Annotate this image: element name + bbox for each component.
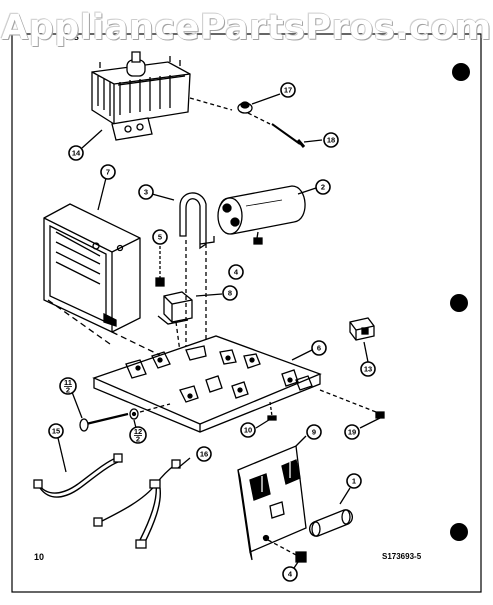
callout-15: 15 xyxy=(48,423,64,439)
callout-5-label: 5 xyxy=(158,233,162,242)
thermal-cutout-part xyxy=(237,101,253,114)
wire-harness-part xyxy=(33,453,123,498)
chassis-plate-part xyxy=(92,335,322,433)
callout-12-label: 12 xyxy=(134,427,142,436)
callout-8-upper-label: 8 xyxy=(228,289,232,298)
callout-15-label: 15 xyxy=(52,427,60,436)
callout-14-label: 14 xyxy=(72,149,81,158)
screw-part-small xyxy=(253,237,263,245)
callout-7-label: 7 xyxy=(106,168,110,177)
watermark-text: AppliancePartsPros.com xyxy=(1,8,492,48)
callout-18: 18 xyxy=(323,132,339,148)
callout-6: 6 xyxy=(311,340,327,356)
rectifier-block-part xyxy=(157,291,193,325)
wire-harness-part-2 xyxy=(93,459,181,549)
callout-3: 3 xyxy=(138,184,154,200)
binder-hole-top xyxy=(452,63,470,81)
callout-11-label: 11 xyxy=(64,378,72,387)
callout-16: 16 xyxy=(196,446,212,462)
callout-19: 19 xyxy=(344,424,360,440)
callout-1-label: 1 xyxy=(352,477,356,486)
callout-4-lower: 4 xyxy=(282,566,298,582)
callout-18-label: 18 xyxy=(327,136,335,145)
callout-13-label: 13 xyxy=(364,365,372,374)
callout-11-sub: 2 xyxy=(66,386,70,395)
wire-lead-part xyxy=(271,123,306,148)
callout-13: 13 xyxy=(360,361,376,377)
page-number: 10 xyxy=(34,552,45,562)
magnetron-part xyxy=(91,51,191,141)
callout-16-label: 16 xyxy=(200,450,208,459)
callout-2-label: 2 xyxy=(321,183,325,192)
callout-2: 2 xyxy=(315,179,331,195)
capacitor-bracket-part xyxy=(179,192,215,250)
fuse-holder-part xyxy=(349,317,375,341)
washer-part xyxy=(129,408,139,420)
callout-9: 9 xyxy=(306,424,322,440)
callout-12: 12 2 xyxy=(129,426,147,444)
callout-11: 11 2 xyxy=(59,377,77,395)
bolt-part xyxy=(79,412,129,432)
callout-3-label: 3 xyxy=(144,188,148,197)
callout-4-upper: 4 xyxy=(228,264,244,280)
callout-14: 14 xyxy=(68,145,84,161)
screw-part xyxy=(155,277,165,287)
callout-6-label: 6 xyxy=(317,344,321,353)
callout-10-label: 10 xyxy=(244,426,252,435)
capacitor-part xyxy=(217,185,306,235)
binder-hole-bottom xyxy=(450,523,468,541)
top-left-mark: F·S xyxy=(66,33,80,42)
callout-1: 1 xyxy=(346,473,362,489)
callout-4-upper-label: 4 xyxy=(234,268,239,277)
fuse-part xyxy=(308,509,354,537)
callout-17-label: 17 xyxy=(284,86,292,95)
callout-4-lower-label: 4 xyxy=(288,570,293,579)
frame-border xyxy=(11,33,482,593)
diagram-code: S173693-5 xyxy=(382,552,422,561)
callout-9-label: 9 xyxy=(312,428,316,437)
callout-10: 10 xyxy=(240,422,256,438)
binder-hole-middle xyxy=(450,294,468,312)
transformer-part xyxy=(43,203,141,333)
callout-8-upper: 8 xyxy=(222,285,238,301)
callout-5: 5 xyxy=(152,229,168,245)
circuit-board-part xyxy=(237,445,307,561)
callout-19-label: 19 xyxy=(348,428,356,437)
callout-17: 17 xyxy=(280,82,296,98)
callout-12-sub: 2 xyxy=(136,435,140,444)
callout-7: 7 xyxy=(100,164,116,180)
